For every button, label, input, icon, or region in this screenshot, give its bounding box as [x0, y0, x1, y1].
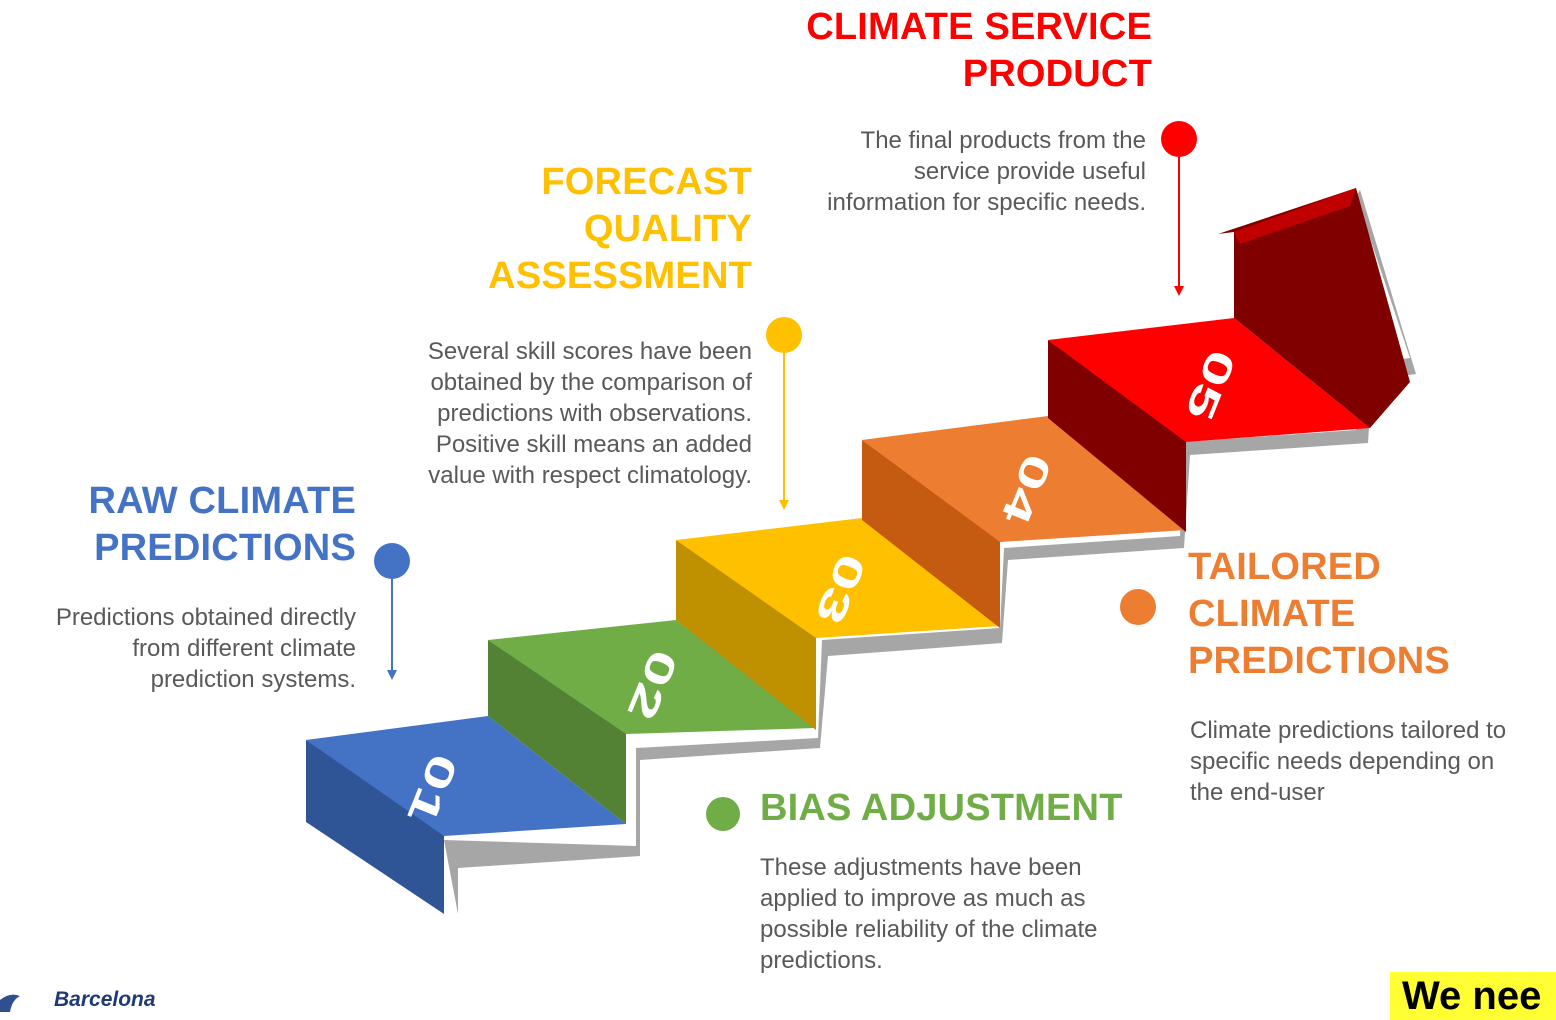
step-03-title-line: QUALITY: [583, 208, 752, 250]
arrow-body: [1218, 188, 1410, 428]
step-04-title: TAILORED CLIMATE PREDICTIONS: [1188, 544, 1548, 685]
step-02-marker: [706, 797, 740, 831]
step-05-desc-line: service provide useful: [913, 158, 1146, 185]
step-04-description: Climate predictions tailored to specific…: [1190, 715, 1552, 808]
step-02-top: [488, 620, 816, 734]
step-03-connector: [783, 352, 785, 500]
step-03-title: FORECAST QUALITY ASSESSMENT: [430, 159, 752, 300]
step-04-riser: [862, 440, 1000, 628]
step-03-title-line: FORECAST: [541, 161, 752, 203]
step-04-desc-line: the end-user: [1190, 779, 1325, 806]
step-03-description: Several skill scores have been obtained …: [352, 336, 752, 491]
step-01-description: Predictions obtained directly from diffe…: [0, 602, 356, 695]
step-03-desc-line: Several skill scores have been: [427, 338, 752, 365]
step-01-title-line: RAW CLIMATE: [88, 480, 356, 522]
step-01-desc-line: Predictions obtained directly: [55, 604, 356, 631]
step-05-riser: [1048, 340, 1186, 532]
step-02-title-line: BIAS ADJUSTMENT: [760, 787, 1123, 829]
step-01-desc-line: from different climate: [132, 635, 356, 662]
step-02-description: These adjustments have been applied to i…: [760, 852, 1160, 976]
step-04-marker: [1120, 589, 1156, 625]
step-03-desc-line: Positive skill means an added: [435, 431, 752, 458]
bsc-logo: Barcelona: [0, 988, 240, 1012]
step-03-desc-line: obtained by the comparison of: [430, 369, 752, 396]
step-02-desc-line: applied to improve as much as: [760, 885, 1086, 912]
step-02-riser: [488, 640, 626, 824]
step-05-top: [1048, 318, 1370, 442]
arrow-face: [1234, 188, 1356, 244]
step-04-desc-line: Climate predictions tailored to: [1190, 717, 1507, 744]
bsc-logo-text: Barcelona: [54, 988, 156, 1011]
step-04-title-line: PREDICTIONS: [1188, 640, 1450, 682]
step-02-desc-line: predictions.: [760, 947, 883, 974]
step-05-description: The final products from the service prov…: [746, 125, 1146, 218]
step-05-desc-line: information for specific needs.: [827, 189, 1146, 216]
step-03-desc-line: predictions with observations.: [437, 400, 752, 427]
step-04-desc-line: specific needs depending on: [1190, 748, 1495, 775]
step-02-desc-line: These adjustments have been: [760, 854, 1082, 881]
step-05-title-line: CLIMATE SERVICE: [806, 6, 1152, 48]
step-01-marker: [374, 543, 410, 579]
step-01-desc-line: prediction systems.: [150, 666, 356, 693]
step-03-title-line: ASSESSMENT: [488, 255, 752, 297]
step-01-side: [306, 740, 444, 914]
step-01-connector: [391, 578, 393, 670]
step-05-title-line: PRODUCT: [962, 53, 1152, 95]
step-03-marker: [766, 317, 802, 353]
step-05-title: CLIMATE SERVICE PRODUCT: [760, 4, 1152, 98]
step-03-connector-arrow: [779, 500, 789, 510]
step-05-desc-line: The final products from the: [860, 127, 1146, 154]
highlight-caption: We nee: [1390, 972, 1556, 1020]
step-04-title-line: TAILORED: [1188, 546, 1381, 588]
step-01-top: [306, 716, 626, 836]
step-04-title-line: CLIMATE: [1188, 593, 1356, 635]
step-03-desc-line: value with respect climatology.: [428, 462, 752, 489]
step-05-connector: [1178, 156, 1180, 286]
step-01-title-line: PREDICTIONS: [94, 527, 356, 569]
step-05-connector-arrow: [1174, 286, 1184, 296]
step-04-top: [862, 416, 1186, 542]
step-01-title: RAW CLIMATE PREDICTIONS: [40, 478, 356, 572]
step-05-marker: [1161, 121, 1197, 157]
step-01-connector-arrow: [387, 670, 397, 680]
step-03-riser: [676, 540, 816, 730]
step-03-top: [676, 518, 1000, 638]
step-02-title: BIAS ADJUSTMENT: [760, 785, 1180, 832]
step-02-desc-line: possible reliability of the climate: [760, 916, 1098, 943]
bsc-logo-swoosh-icon: [0, 994, 20, 1012]
highlight-caption-text: We nee: [1402, 974, 1542, 1018]
